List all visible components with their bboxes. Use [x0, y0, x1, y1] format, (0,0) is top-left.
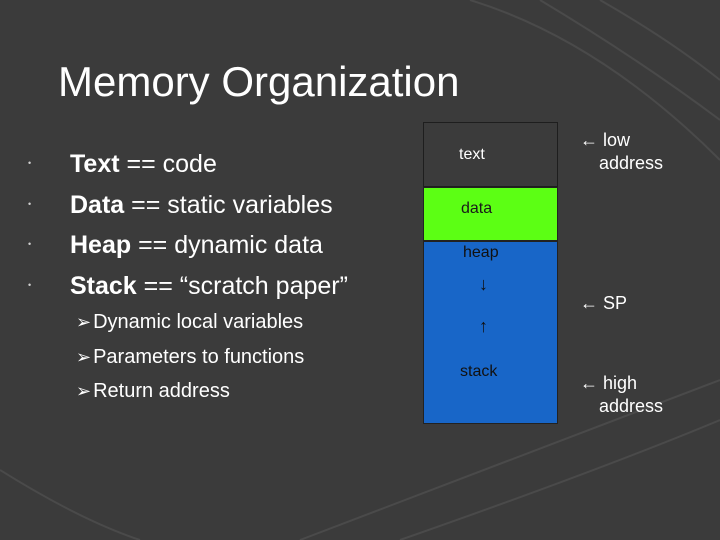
slide-title: Memory Organization [58, 58, 460, 105]
memory-stack-label: stack [460, 363, 498, 380]
high-label: high [603, 373, 638, 393]
bullet-marker: • [28, 239, 32, 249]
sub-bullet-item: ➢Dynamic local variables [76, 311, 303, 334]
left-arrow-icon: ← [580, 293, 598, 313]
sp-label: SP [603, 293, 628, 313]
bullet-rest: == code [119, 150, 217, 178]
bullet-term: Data [70, 191, 125, 219]
bullet-rest: == static variables [124, 191, 333, 219]
sp-annotation: ← SP [580, 293, 627, 314]
sub-bullet-marker: ➢ [76, 347, 92, 367]
sub-bullet-text: Dynamic local variables [93, 311, 304, 333]
bullet-term: Text [70, 150, 120, 178]
decor-curve-5 [299, 379, 720, 540]
memory-data-region [423, 187, 558, 241]
bullet-marker: • [28, 199, 32, 209]
low-label: low [603, 130, 631, 150]
bullet-term: Stack [70, 272, 137, 300]
high-address-annotation: ← high [580, 373, 637, 394]
bullet-item-text: • Text == code [28, 150, 217, 179]
sub-bullet-item: ➢Return address [76, 380, 230, 403]
left-arrow-icon: ← [580, 130, 598, 150]
bullet-marker: • [28, 158, 32, 168]
sub-bullet-text: Return address [93, 380, 230, 402]
decor-curve-6 [0, 469, 141, 540]
memory-text-label: text [459, 146, 485, 163]
heap-growth-down-arrow-icon: ↓ [479, 274, 488, 294]
left-arrow-icon: ← [580, 373, 598, 393]
sub-bullet-text: Parameters to functions [93, 346, 305, 368]
bullet-rest: == dynamic data [131, 231, 323, 259]
sub-bullet-marker: ➢ [76, 381, 92, 401]
sub-bullet-marker: ➢ [76, 312, 92, 332]
memory-heap-stack-region [423, 241, 558, 424]
sub-bullet-item: ➢Parameters to functions [76, 346, 304, 369]
bullet-item-heap: • Heap == dynamic data [28, 231, 323, 260]
bullet-marker: • [28, 280, 32, 290]
decor-curve-3 [599, 0, 720, 81]
bullet-rest: == “scratch paper” [136, 272, 348, 300]
memory-data-label: data [461, 200, 493, 217]
bullet-item-data: • Data == static variables [28, 191, 333, 220]
low-address-annotation: ← low [580, 130, 630, 151]
bullet-item-stack: • Stack == “scratch paper” [28, 272, 348, 301]
decor-curve-2 [539, 0, 720, 121]
decor-curve-1 [469, 0, 720, 161]
memory-text-region [423, 122, 558, 187]
decor-curve-4 [399, 419, 720, 540]
high-address-line2: address [599, 396, 664, 416]
bullet-term: Heap [70, 231, 132, 259]
low-address-line2: address [599, 153, 664, 173]
memory-heap-label: heap [463, 244, 499, 261]
stack-growth-up-arrow-icon: ↑ [479, 316, 488, 336]
